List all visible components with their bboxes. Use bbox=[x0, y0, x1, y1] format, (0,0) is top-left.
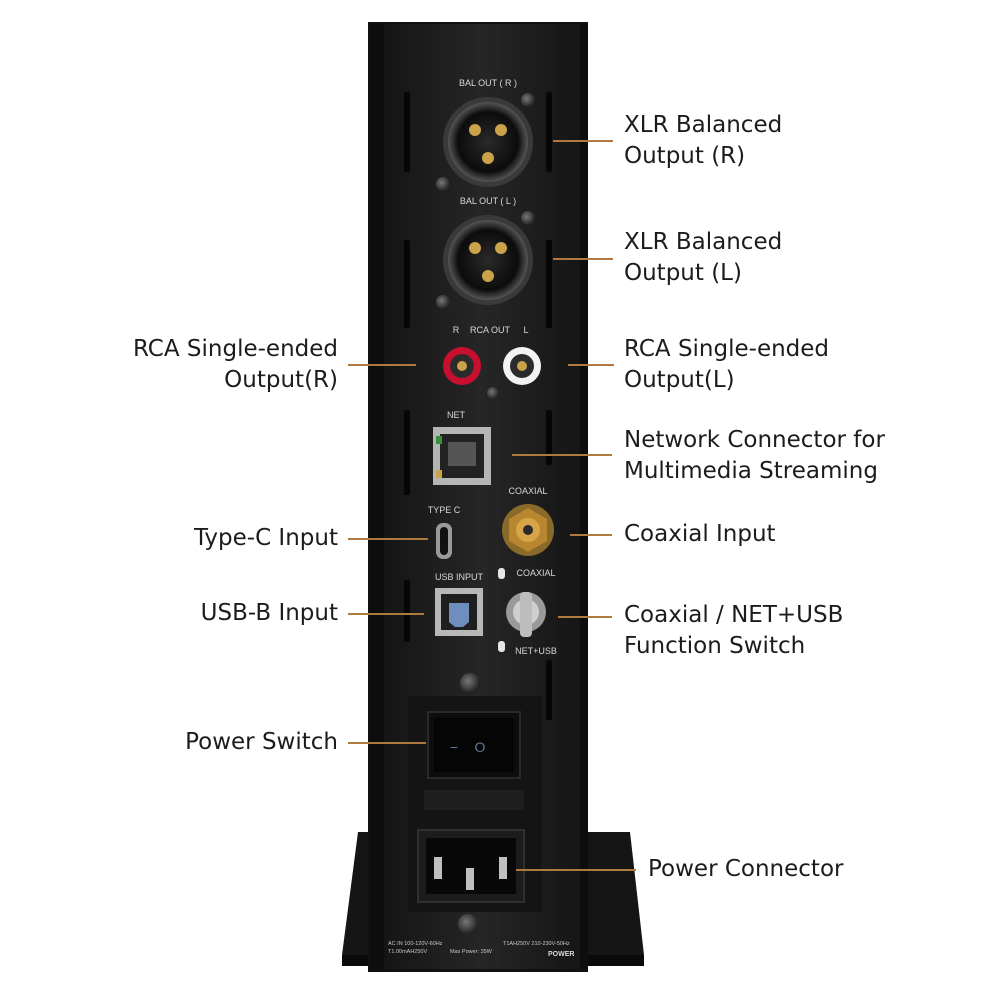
coaxial-input-connector: COAXIAL bbox=[502, 486, 554, 556]
leader-rca-l bbox=[568, 364, 614, 366]
rca-l-label: L bbox=[523, 325, 528, 335]
power-module: − O bbox=[408, 673, 542, 934]
leader-power-connector bbox=[516, 869, 636, 871]
leader-xlr-r bbox=[553, 140, 613, 142]
rca-out-label: RCA OUT bbox=[470, 325, 511, 335]
leader-type-c bbox=[348, 538, 428, 540]
power-switch-on-mark: O bbox=[475, 739, 486, 755]
leader-usb-b bbox=[348, 613, 424, 615]
leader-rca-r bbox=[348, 364, 416, 366]
xlr-out-r-connector: BAL OUT ( R ) bbox=[436, 78, 535, 191]
leader-network bbox=[512, 454, 612, 456]
net-rj45-port: NET bbox=[433, 410, 491, 485]
vent-slots bbox=[404, 92, 552, 720]
rating-mid: Max Power: 35W bbox=[450, 949, 493, 955]
rca-out-connectors: R RCA OUT L bbox=[443, 325, 541, 399]
net-label: NET bbox=[447, 410, 466, 420]
leader-xlr-l bbox=[553, 258, 613, 260]
callout-power-connector: Power Connector bbox=[648, 856, 844, 882]
rating-left-2: T1.00mAH250V bbox=[388, 949, 427, 955]
power-switch-off-mark: − bbox=[450, 739, 458, 755]
callout-usb-b: USB-B Input bbox=[200, 600, 338, 626]
xlr-out-l-connector: BAL OUT ( L ) bbox=[436, 196, 535, 309]
leader-func-switch bbox=[558, 616, 612, 618]
rca-r-label: R bbox=[453, 325, 460, 335]
bal-out-r-label: BAL OUT ( R ) bbox=[459, 78, 517, 88]
usb-b-port: USB INPUT bbox=[435, 572, 484, 636]
coaxial-label: COAXIAL bbox=[508, 486, 547, 496]
rating-labels: AC IN 100-120V-60Hz T1.00mAH250V Max Pow… bbox=[388, 941, 574, 958]
callout-type-c: Type-C Input bbox=[193, 525, 338, 551]
type-c-port: TYPE C bbox=[428, 505, 461, 559]
type-c-label: TYPE C bbox=[428, 505, 461, 515]
usb-input-label: USB INPUT bbox=[435, 572, 484, 582]
rating-left-1: AC IN 100-120V-60Hz bbox=[388, 941, 443, 947]
switch-coaxial-label: COAXIAL bbox=[516, 568, 555, 578]
leader-power-switch bbox=[348, 742, 426, 744]
bal-out-l-label: BAL OUT ( L ) bbox=[460, 196, 516, 206]
callout-coaxial-input: Coaxial Input bbox=[624, 521, 776, 547]
rating-right-1: T1AH250V 210-230V-50Hz bbox=[503, 941, 570, 947]
function-toggle-switch: COAXIAL NET+USB bbox=[498, 568, 557, 656]
callout-power-switch: Power Switch bbox=[185, 729, 338, 755]
leader-coaxial bbox=[570, 534, 612, 536]
rating-right-2: POWER bbox=[548, 951, 574, 958]
switch-net-usb-label: NET+USB bbox=[515, 646, 557, 656]
